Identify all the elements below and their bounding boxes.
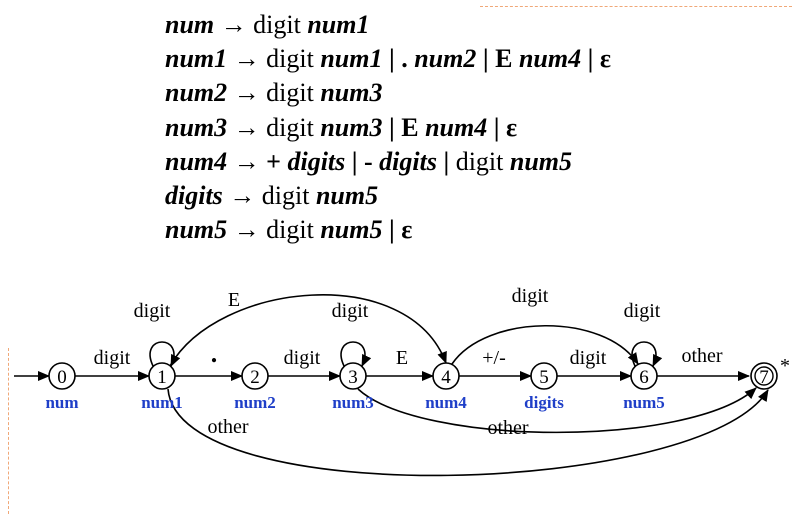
nonterminal: num4 (518, 44, 582, 74)
edge-label: other (487, 417, 528, 439)
nonterminal: digits (287, 146, 346, 176)
terminal: digit (253, 10, 308, 39)
grammar-rule: digits → digit num5 (165, 179, 611, 213)
production-arrow: → (214, 10, 254, 39)
nonterminal: num3 (165, 112, 228, 142)
state-id: 0 (57, 367, 67, 388)
nonterminal: digits (165, 181, 223, 211)
production-arrow: → (227, 44, 267, 74)
nonterminal: digits (379, 146, 437, 176)
state-name: num4 (425, 393, 467, 412)
nonterminal: num5 (315, 181, 379, 211)
edge-label: digit (134, 300, 171, 322)
grammar-rule: num5 → digit num5 | ε (165, 213, 611, 247)
edge-label: +/- (482, 347, 506, 369)
state-circle (432, 362, 460, 390)
self-loop-1 (149, 341, 181, 367)
state-id: 4 (441, 367, 451, 388)
nonterminal: num3 (320, 112, 383, 142)
nonterminal: num1 (165, 44, 228, 74)
decorative-dashed-left-border (8, 348, 9, 514)
state-id: 7 (759, 367, 769, 388)
nonterminal: num2 (414, 44, 477, 74)
accepting-star: * (780, 355, 790, 377)
nonterminal: num5 (320, 215, 383, 245)
grammar-rule: num3 → digit num3 | E num4 | ε (165, 111, 611, 145)
grammar-rule: num → digit num1 (165, 8, 611, 42)
terminal: digit (266, 44, 321, 74)
transition-1-7 (167, 388, 769, 477)
state-name: num2 (234, 393, 276, 412)
terminal: digit (266, 112, 321, 142)
terminal: | - (345, 146, 380, 176)
nonterminal: num (165, 10, 215, 39)
accepting-ring (754, 366, 774, 386)
state-id: 3 (348, 367, 358, 388)
edge-label: other (207, 416, 248, 438)
state-id: 6 (639, 367, 649, 388)
production-arrow: → (227, 146, 267, 176)
edge-label: E (228, 289, 240, 311)
nonterminal: num1 (307, 10, 370, 39)
grammar-rule: num4 → + digits | - digits | digit num5 (165, 145, 611, 179)
edge-label: digit (570, 347, 607, 369)
state-circle (148, 362, 176, 390)
terminal: digit (261, 181, 316, 211)
state-id: 5 (539, 367, 549, 388)
production-arrow: → (222, 181, 262, 211)
terminal: | ε (581, 44, 611, 74)
nonterminal: num3 (320, 78, 383, 108)
state-name: num (45, 393, 78, 412)
terminal: | E (382, 112, 426, 142)
state-circle (530, 362, 558, 390)
nonterminal: num5 (165, 215, 228, 245)
terminal: + (266, 146, 288, 176)
nonterminal: num5 (509, 146, 573, 176)
terminal: | . (382, 44, 415, 74)
transition-3-7 (357, 387, 757, 434)
edge-label: digit (512, 285, 549, 307)
terminal: | (436, 146, 456, 176)
nonterminal: num2 (165, 78, 228, 108)
state-circle (339, 362, 367, 390)
terminal: | E (476, 44, 519, 74)
state-circle (241, 362, 269, 390)
state-name: digits (524, 393, 564, 412)
state-circle (48, 362, 76, 390)
production-arrow: → (227, 215, 267, 245)
nonterminal: num1 (320, 44, 383, 74)
state-id: 1 (157, 367, 167, 388)
production-arrow: → (227, 112, 267, 142)
transition-4-6 (451, 324, 639, 365)
grammar-rule: num1 → digit num1 | . num2 | E num4 | ε (165, 42, 611, 76)
nonterminal: num4 (165, 146, 228, 176)
edge-label: digit (332, 300, 369, 322)
state-name: num5 (623, 393, 665, 412)
terminal: digit (455, 146, 510, 176)
production-arrow: → (227, 78, 267, 108)
edge-label: other (681, 345, 722, 367)
edge-label: digit (94, 347, 131, 369)
edge-label: . (211, 339, 218, 368)
decorative-dashed-top-border (480, 6, 792, 7)
terminal: digit (266, 215, 321, 245)
edge-label: digit (624, 300, 661, 322)
state-circle (630, 362, 658, 390)
terminal: | ε (382, 215, 413, 245)
transition-1-4 (169, 294, 447, 367)
self-loop-3 (340, 341, 372, 367)
state-id: 2 (250, 367, 260, 388)
state-name: num1 (141, 393, 183, 412)
state-name: num3 (332, 393, 374, 412)
nonterminal: num4 (425, 112, 488, 142)
terminal: | ε (487, 112, 518, 142)
grammar-rule: num2 → digit num3 (165, 76, 611, 110)
terminal: digit (266, 78, 321, 108)
edge-label: E (396, 347, 408, 369)
edge-label: digit (284, 347, 321, 369)
